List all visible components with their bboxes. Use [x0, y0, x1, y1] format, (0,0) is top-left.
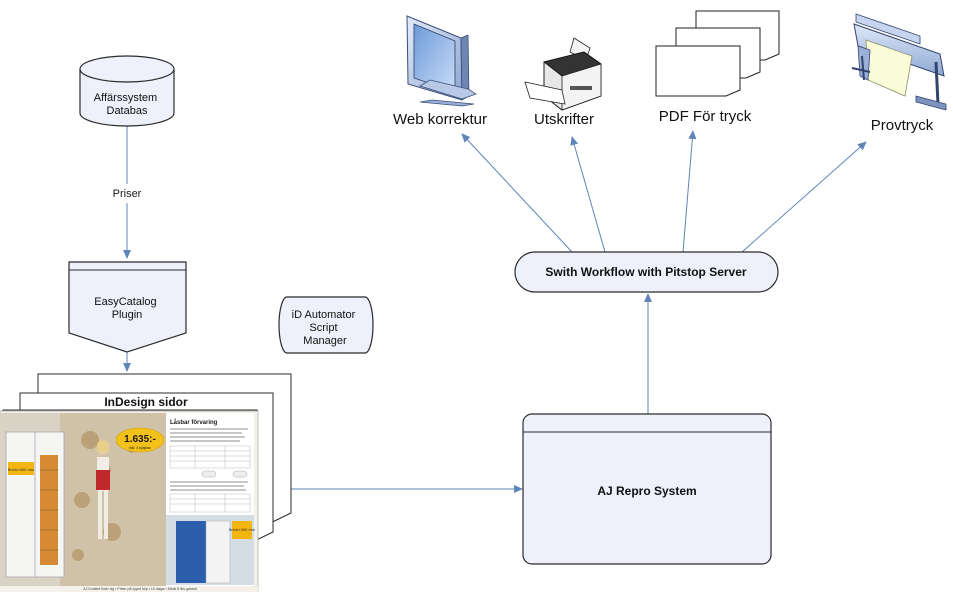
connector-switch-to-web — [461, 133, 573, 253]
switch-workflow-label: Swith Workflow with Pitstop Server — [545, 265, 746, 279]
id-automator-label-line3: Manager — [303, 335, 347, 347]
right-page-table-bottom — [169, 493, 251, 513]
node-database: Affärssystem Databas — [79, 55, 175, 127]
output-label-pdf: PDF För tryck — [659, 108, 752, 125]
price-badge: 1.635:- inkl. 4 hyllplan — [115, 427, 165, 453]
easycatalog-label-line2: Plugin — [112, 309, 143, 321]
svg-text:EasyCatalog Plugin: EasyCatalog Plugin — [94, 296, 159, 321]
right-page-text-lines-2 — [170, 481, 248, 491]
database-label-line1: Affärssystem — [94, 92, 157, 104]
tag-width-left — [8, 462, 34, 475]
svg-text:iD Automator Script: iD Automator Script Manager — [292, 309, 359, 347]
person-figure — [96, 440, 110, 539]
right-page-text-lines — [170, 428, 248, 442]
node-switch-workflow: Swith Workflow with Pitstop Server — [514, 251, 779, 293]
wardrobe-illustration — [5, 431, 65, 578]
right-page-heading: Låsbar förvaring — [170, 419, 218, 426]
right-page-table-top — [169, 445, 251, 469]
connector-switch-to-pdf — [682, 130, 697, 253]
indesign-label: InDesign sidor — [104, 395, 188, 409]
easycatalog-label-line1: EasyCatalog — [94, 296, 156, 308]
node-id-automator: iD Automator Script Manager — [278, 296, 374, 354]
output-label-print: Utskrifter — [534, 111, 594, 128]
documents-icon — [655, 10, 780, 97]
svg-text:Affärssystem Databas: Affärssystem Databas — [94, 92, 160, 117]
connector-switch-to-print — [570, 136, 606, 253]
database-label-line2: Databas — [107, 105, 148, 117]
catalog-footer-text: AJ-Kvalitet löner sig • Priser på öppet … — [83, 587, 197, 591]
price-badge-sub: inkl. 4 hyllplan — [129, 446, 151, 450]
node-easycatalog: EasyCatalog Plugin — [68, 261, 187, 353]
output-label-proof: Provtryck — [871, 117, 934, 134]
catalog-spread-image: Bredd 800 mm 1.635:- inkl. 4 hyllplan Lå… — [0, 410, 259, 592]
cabinet-photo: Bredd 500 mm — [166, 515, 256, 585]
id-automator-label-line1: iD Automator — [292, 309, 356, 321]
price-badge-text: 1.635:- — [124, 434, 156, 445]
right-page-buttons — [201, 470, 248, 478]
id-automator-label-line2: Script — [309, 322, 337, 334]
output-label-web: Web korrektur — [393, 111, 487, 128]
plotter-icon — [851, 13, 947, 111]
tag-left-text: Bredd 800 mm — [8, 467, 35, 472]
node-aj-repro: AJ Repro System — [522, 413, 772, 565]
edge-label-priser: Priser — [113, 188, 142, 200]
connector-switch-to-proof — [741, 141, 867, 253]
tag-right-text: Bredd 500 mm — [229, 527, 256, 532]
aj-repro-label: AJ Repro System — [597, 484, 696, 498]
printer-icon — [524, 37, 602, 111]
monitor-icon — [406, 15, 477, 107]
